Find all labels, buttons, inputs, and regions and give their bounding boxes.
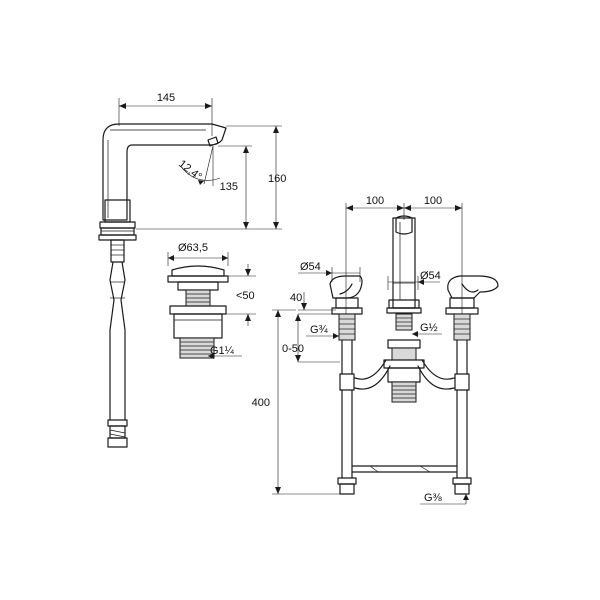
dim-135: 135 (220, 181, 238, 193)
dim-145: 145 (157, 92, 175, 104)
dim-handle-thread: G¾ (310, 324, 329, 336)
side-view: 145 160 135 12,4° (98, 92, 286, 448)
dim-deck-range: 0-50 (282, 343, 304, 355)
right-connector-hose (417, 359, 455, 390)
dim-spout-thread: G½ (420, 322, 438, 334)
drain-view: Ø63,5 <50 G1¼ (167, 242, 256, 359)
drain-cap (171, 265, 225, 277)
side-spout-body (102, 123, 227, 221)
side-base (104, 199, 131, 223)
right-supply-hose (456, 339, 468, 479)
right-handle (447, 275, 499, 299)
dim-drain-diameter: Ø63,5 (178, 242, 208, 254)
dim-deck-thickness: 40 (290, 292, 302, 304)
dim-hose-length: 400 (252, 397, 270, 409)
left-supply-hose (341, 339, 353, 479)
left-connector-hose (354, 359, 391, 390)
dim-160: 160 (268, 173, 286, 185)
left-handle (329, 275, 363, 299)
dim-spacing-left: 100 (366, 195, 384, 207)
dim-spacing-right: 100 (424, 195, 442, 207)
dim-drain-height: <50 (236, 290, 255, 302)
dim-handle-diameter-left: Ø54 (300, 261, 321, 273)
side-hose (109, 261, 126, 421)
dim-spout-diameter: Ø54 (420, 270, 441, 282)
dim-hose-thread: G⅜ (424, 492, 443, 504)
front-view: 100 100 Ø54 (252, 195, 499, 505)
dim-drain-thread: G1¼ (210, 345, 235, 357)
